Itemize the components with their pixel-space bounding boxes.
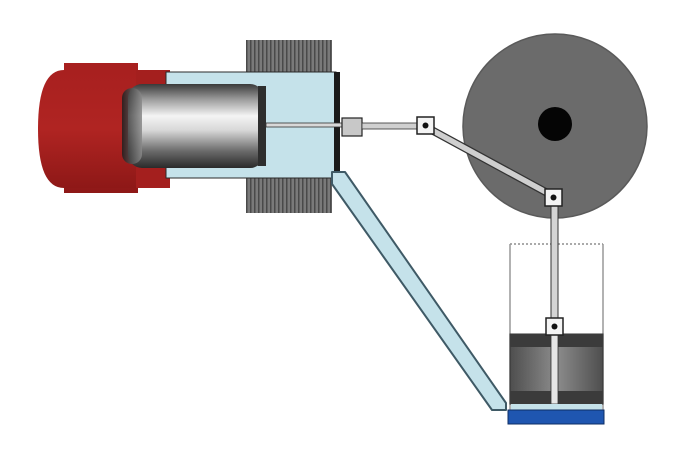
displacer-rod: [265, 122, 355, 128]
base-plate: [507, 409, 605, 425]
transfer-pipe: [331, 171, 507, 411]
rod-gland: [341, 117, 363, 137]
power-cylinder-gas-space: [511, 404, 602, 410]
displacer-piston: [122, 84, 266, 168]
joint-power-piston: [545, 317, 564, 336]
flywheel-axle-hole: [538, 107, 572, 141]
crank-pin: [544, 188, 563, 207]
power-piston: [509, 333, 604, 405]
joint-displacer: [416, 116, 435, 135]
displacer-rod-extension: [361, 122, 425, 130]
connecting-rod-power: [550, 199, 559, 325]
